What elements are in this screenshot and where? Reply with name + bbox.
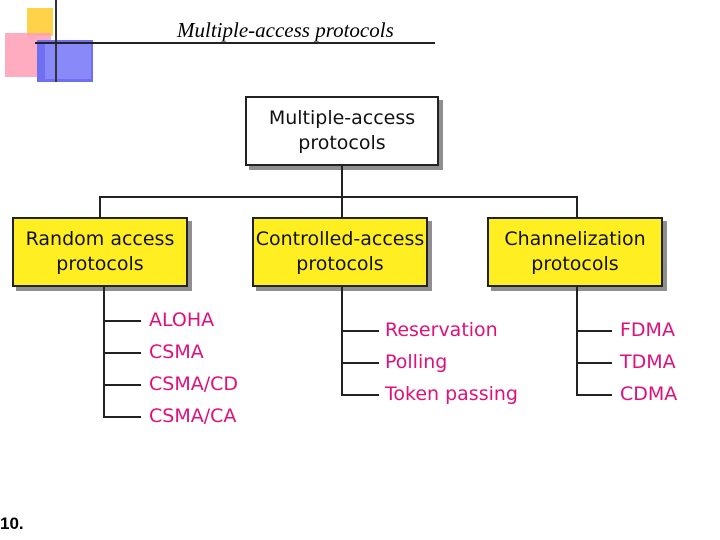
- decor-square-blue-light: [45, 43, 91, 79]
- connector-random-tick: [103, 320, 141, 322]
- protocol-item: Reservation: [385, 319, 498, 341]
- connector-controlled-tick: [341, 330, 379, 332]
- connector-controlled-stem: [341, 287, 343, 396]
- category-label-line2: protocols: [296, 253, 384, 275]
- connector-controlled-tick: [341, 362, 379, 364]
- category-label-line2: protocols: [531, 253, 619, 275]
- decor-square-yellow: [27, 8, 53, 36]
- connector-channel-tick: [576, 362, 612, 364]
- category-label-line1: Channelization: [504, 228, 646, 250]
- connector-channel-tick: [576, 394, 612, 396]
- connector-channel-stem: [576, 287, 578, 396]
- root-node: Multiple-access protocols: [245, 96, 439, 166]
- connector-root-trunk: [341, 166, 343, 197]
- decor-title-rule: [35, 42, 435, 44]
- protocol-item: Polling: [385, 351, 448, 373]
- protocol-item: ALOHA: [149, 309, 215, 331]
- category-label-line1: Random access: [25, 228, 175, 250]
- root-label-line1: Multiple-access: [268, 107, 416, 129]
- root-label-line2: protocols: [298, 132, 386, 154]
- category-random-access: Random access protocols: [12, 217, 188, 287]
- connector-random-tick: [103, 384, 141, 386]
- protocol-item: CSMA/CD: [149, 373, 239, 395]
- connector-channel-tick: [576, 330, 612, 332]
- protocol-item: CDMA: [620, 383, 678, 405]
- category-controlled-access: Controlled-access protocols: [252, 217, 428, 287]
- category-label-line1: Controlled-access: [255, 228, 425, 250]
- protocol-item: CSMA: [149, 341, 204, 363]
- protocol-item: FDMA: [620, 319, 675, 341]
- connector-branch-bar: [99, 196, 577, 198]
- connector-to-controlled: [341, 196, 343, 217]
- connector-random-tick: [103, 352, 141, 354]
- connector-random-tick: [103, 416, 141, 418]
- connector-to-random: [99, 196, 101, 217]
- slide-title: Multiple-access protocols: [177, 18, 394, 42]
- connector-controlled-tick: [341, 394, 379, 396]
- decor-vertical-rule: [55, 0, 57, 82]
- protocol-item: TDMA: [620, 351, 676, 373]
- slide-number: 10.: [0, 514, 24, 533]
- protocol-item: Token passing: [385, 383, 518, 405]
- category-label-line2: protocols: [56, 253, 144, 275]
- connector-to-channel: [576, 196, 578, 217]
- protocol-item: CSMA/CA: [149, 405, 237, 427]
- category-channelization: Channelization protocols: [487, 217, 663, 287]
